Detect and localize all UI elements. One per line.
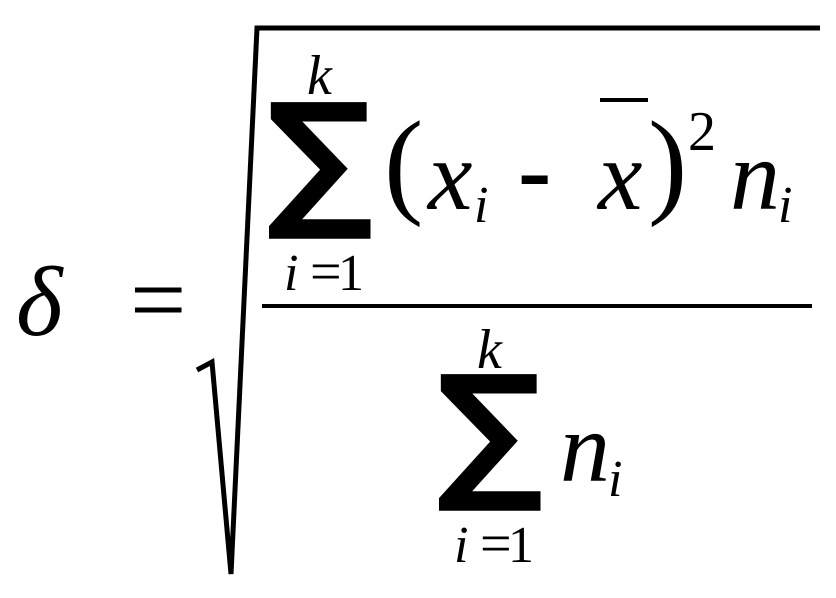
denominator-sum-upper-limit: k <box>477 319 502 381</box>
x-mean: x <box>598 120 643 231</box>
denominator-sum-lower-equals: = <box>480 513 512 575</box>
mean-bar <box>600 98 648 102</box>
numerator-sum-symbol: ∑ <box>266 72 374 246</box>
open-paren: ( <box>384 97 424 228</box>
denominator-n-frequency: n <box>560 392 610 503</box>
exponent-two: 2 <box>688 101 716 163</box>
denominator-n-subscript: i <box>608 451 623 508</box>
numerator-sum-lower-equals: = <box>310 241 342 303</box>
numerator-sum-lower-var: i <box>284 245 299 302</box>
numerator-sum-upper-limit: k <box>307 45 332 107</box>
delta-symbol: δ <box>16 246 63 357</box>
minus-sign: - <box>518 114 552 225</box>
denominator-sum-lower-var: i <box>454 517 469 574</box>
close-paren: ) <box>648 97 688 228</box>
n-frequency: n <box>730 120 780 231</box>
numerator-sum-lower-value: 1 <box>338 245 364 302</box>
x-subscript: i <box>474 177 489 234</box>
denominator-sum-lower-value: 1 <box>508 517 534 574</box>
denominator-sum-symbol: ∑ <box>436 344 544 518</box>
n-subscript: i <box>778 177 793 234</box>
equals-sign: = <box>130 244 187 355</box>
x-variable: x <box>428 120 473 231</box>
